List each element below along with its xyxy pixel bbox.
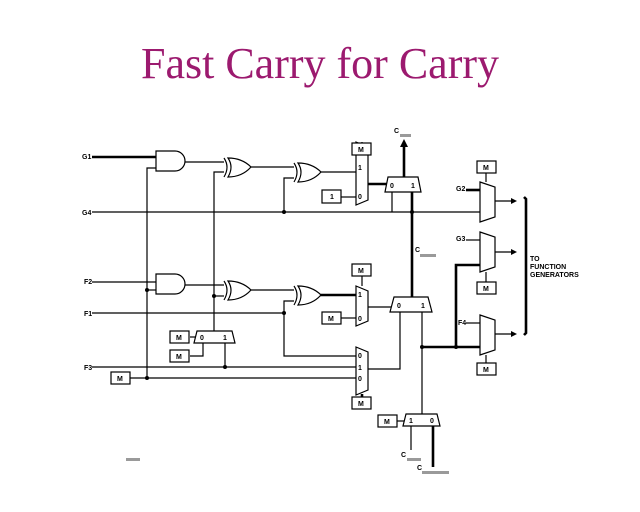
input-label-g2: G2	[456, 186, 465, 193]
mux-f-select	[355, 285, 369, 327]
sel-1: 1	[223, 335, 227, 342]
input-label-f3: F3	[84, 365, 92, 372]
sel-0: 0	[358, 376, 362, 383]
carry-out-label: C	[394, 128, 399, 135]
sel-0: 0	[430, 418, 434, 425]
m-box: M	[176, 335, 182, 342]
m-box: M	[358, 147, 364, 154]
m-box: M	[358, 401, 364, 408]
xor-gate-f2	[293, 285, 322, 306]
and-gate-g	[155, 150, 186, 172]
sel-1: 1	[411, 183, 415, 190]
carry-in-label: C	[401, 452, 406, 459]
mux-f3-select	[355, 346, 369, 396]
carry-mux-top	[384, 176, 422, 193]
sel-1: 1	[358, 365, 362, 372]
input-label-g1: G1	[82, 154, 91, 161]
carry-mux-bottom	[389, 296, 433, 313]
sel-0: 0	[358, 353, 362, 360]
slide-title: Fast Carry for Carry	[140, 39, 499, 88]
input-label-f1: F1	[84, 311, 92, 318]
mux-f4	[479, 314, 496, 356]
output-note-line3: GENERATORS	[530, 272, 579, 279]
input-label-f4: F4	[458, 320, 466, 327]
sel-0: 0	[358, 316, 362, 323]
mux-g2	[479, 181, 496, 223]
sel-0: 0	[200, 335, 204, 342]
sel-1: 1	[358, 165, 362, 172]
m-box: M	[358, 268, 364, 275]
m-box: M	[328, 316, 334, 323]
input-label-g4: G4	[82, 210, 91, 217]
output-note-line2: FUNCTION	[530, 264, 566, 271]
sel-0: 0	[397, 303, 401, 310]
input-label-g3: G3	[456, 236, 465, 243]
wires	[92, 139, 528, 467]
carry-mux-out	[402, 413, 441, 427]
xor-gate-f1	[223, 280, 252, 301]
m-box: M	[483, 286, 489, 293]
output-note-line1: TO	[530, 256, 540, 263]
input-label-f2: F2	[84, 279, 92, 286]
sel-1: 1	[358, 292, 362, 299]
m-box: M	[176, 354, 182, 361]
config-boxes: M M M M M M M M M M M 1	[110, 142, 497, 428]
sel-0: 0	[358, 194, 362, 201]
m-box: M	[483, 165, 489, 172]
mux-small-left	[193, 330, 236, 344]
mux-g3	[479, 231, 496, 273]
m-box: M	[483, 367, 489, 374]
m-box: M	[384, 419, 390, 426]
carry-in2-label: C	[417, 465, 422, 472]
xor-gate-g2	[293, 162, 322, 183]
const-one-box: 1	[330, 194, 334, 201]
carry-mid-label: C	[415, 247, 420, 254]
sel-0: 0	[390, 183, 394, 190]
m-box: M	[117, 376, 123, 383]
and-gate-f	[155, 273, 186, 295]
sel-1: 1	[421, 303, 425, 310]
sel-1: 1	[409, 418, 413, 425]
xor-gate-g1	[223, 157, 252, 178]
